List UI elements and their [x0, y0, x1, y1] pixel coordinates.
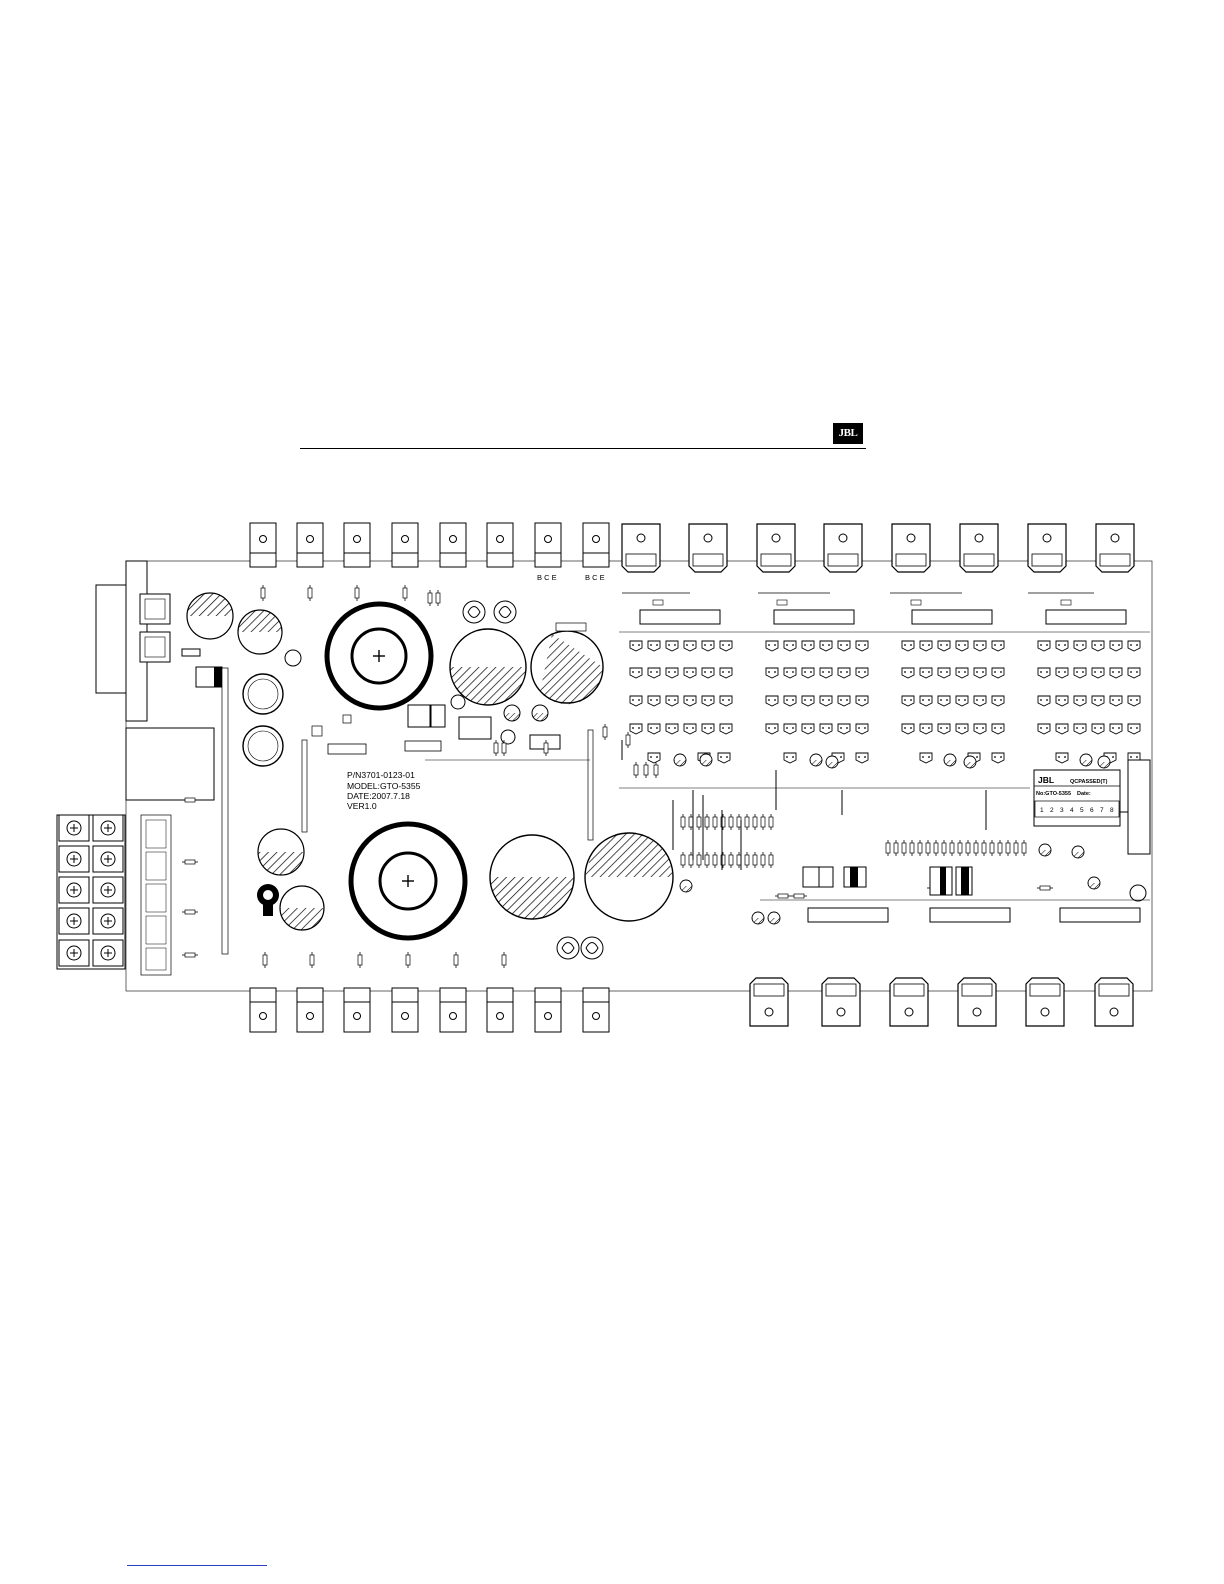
qc-slot-5: 5	[1080, 807, 1084, 814]
qc-slot-6: 6	[1090, 807, 1094, 814]
speaker-terminal-block	[57, 815, 171, 975]
part-number: P/N3701-0123-01	[347, 770, 415, 780]
board-version: VER1.0	[347, 801, 377, 811]
transformer-t1	[327, 604, 431, 708]
qc-passed: QCPASSED(T)	[1070, 779, 1108, 785]
bce-label-right: B C E	[585, 573, 605, 582]
qc-slot-7: 7	[1100, 807, 1104, 814]
rca-input-connector	[1128, 760, 1150, 901]
qc-model: No:GTO-5355	[1036, 791, 1071, 797]
bottom-caps	[803, 867, 972, 895]
qc-brand: JBL	[1038, 775, 1054, 785]
qc-slot-4: 4	[1070, 807, 1074, 814]
top-power-transistors: B C E B C E	[250, 523, 609, 582]
qc-label: JBL QCPASSED(T) No:GTO-5355 Date: 1 2 3 …	[1034, 770, 1120, 826]
output-transistors-top	[622, 524, 1134, 572]
model-number: MODEL:GTO-5355	[347, 781, 421, 791]
qc-slot-2: 2	[1050, 807, 1054, 814]
bottom-power-transistors	[250, 988, 609, 1032]
footer-link-rule	[127, 1565, 267, 1566]
qc-slot-1: 1	[1040, 807, 1044, 814]
output-transistors-bottom	[750, 978, 1133, 1026]
board-date: DATE:2007.7.18	[347, 791, 410, 801]
board-info: P/N3701-0123-01 MODEL:GTO-5355 DATE:2007…	[347, 770, 421, 811]
qc-date: Date:	[1077, 791, 1091, 797]
driver-transistor-rows	[630, 641, 1140, 763]
bce-label-left: B C E	[537, 573, 557, 582]
qc-slot-3: 3	[1060, 807, 1064, 814]
transformer-t2	[351, 824, 465, 938]
qc-slot-8: 8	[1110, 807, 1114, 814]
